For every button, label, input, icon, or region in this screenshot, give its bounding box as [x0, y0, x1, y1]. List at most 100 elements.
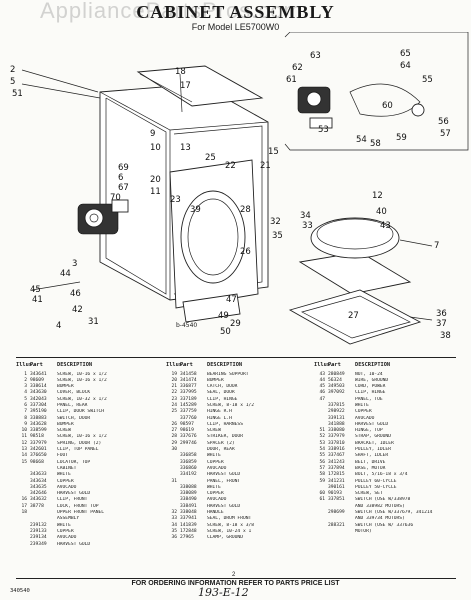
- part-illus-no: 61: [319, 497, 325, 503]
- part-illus-no: 30: [171, 447, 177, 453]
- part-description: SCREW: [57, 428, 71, 434]
- part-description: AVOCADO: [57, 535, 77, 541]
- callout: 55: [422, 75, 433, 85]
- part-illus-no: 45: [319, 384, 325, 390]
- header-desc: DESCRIPTION: [355, 362, 391, 368]
- part-illus-no: 34: [171, 522, 177, 528]
- callout: 5: [10, 77, 15, 87]
- part-description: STRIKER, DOOR: [207, 434, 243, 440]
- part-illus-no: 52: [319, 434, 325, 440]
- part-description: SWITCH (USE W/338978: [355, 497, 411, 503]
- callout: 6: [118, 173, 123, 183]
- part-number: 341474: [180, 377, 197, 383]
- part-description: ASSEMBLY: [57, 516, 80, 522]
- column-header: Illus. Part DESCRIPTION: [314, 362, 453, 369]
- part-description: HARVEST GOLD: [207, 472, 241, 478]
- part-number: 343633: [30, 472, 47, 478]
- column-header: Illus. Part DESCRIPTION: [166, 362, 305, 369]
- callout: 21: [260, 161, 271, 171]
- part-illus-no: 44: [319, 377, 325, 383]
- part-row: AND 338982 MOTORS): [314, 504, 453, 510]
- part-description: WHITE: [57, 522, 71, 528]
- header-part: Part: [180, 362, 193, 368]
- part-illus-no: 60: [319, 491, 325, 497]
- part-number: 341243: [328, 459, 345, 465]
- part-description: MOTOR): [355, 528, 372, 534]
- part-number: 337979: [30, 440, 47, 446]
- part-description: AND 338982 MOTORS): [355, 503, 405, 509]
- part-number: 336858: [180, 453, 197, 459]
- part-number: 338491: [180, 503, 197, 509]
- part-number: 337189: [180, 396, 197, 402]
- part-number: 239349: [30, 541, 47, 547]
- part-illus-no: 43: [319, 371, 325, 377]
- part-description: BUMPER: [207, 377, 224, 383]
- callout: 67: [118, 183, 129, 193]
- part-illus-no: 3: [24, 384, 27, 390]
- part-illus-no: 35: [171, 528, 177, 534]
- part-illus-no: 46: [319, 390, 325, 396]
- callout: 23: [170, 195, 181, 205]
- part-number: 337815: [328, 402, 345, 408]
- part-description: HARVEST GOLD: [355, 421, 389, 427]
- part-number: 336860: [180, 465, 197, 471]
- part-description: SWITCH (USE W/337679, 341214: [355, 510, 433, 516]
- footer-rule: [16, 578, 456, 579]
- callout: 47: [226, 295, 237, 305]
- part-description: HANDLE: [207, 510, 224, 516]
- callout: 32: [270, 217, 281, 227]
- part-number: 338490: [180, 497, 197, 503]
- callout: 3: [72, 259, 77, 269]
- callout: 9: [150, 129, 155, 139]
- callout: 45: [30, 285, 41, 295]
- callout: 58: [370, 139, 381, 149]
- part-description: FOOT: [57, 453, 69, 459]
- part-illus-no: 17: [21, 503, 27, 509]
- callout: 64: [400, 61, 411, 71]
- part-description: AVOCADO: [207, 465, 227, 471]
- callout: 57: [440, 129, 451, 139]
- part-number: 141839: [180, 522, 197, 528]
- part-number: 38778: [30, 503, 44, 509]
- part-description: CLIP, DOOR SWITCH: [57, 409, 105, 415]
- callout: 4: [56, 321, 61, 331]
- model-subtitle: For Model LE5700W0: [191, 22, 280, 32]
- part-number: 342646: [30, 491, 47, 497]
- callout: 65: [400, 49, 411, 59]
- part-description: CLIP, HARNESS: [207, 421, 243, 427]
- part-illus-no: 25: [171, 409, 177, 415]
- part-number: 337676: [180, 434, 197, 440]
- part-description: AVOCADO: [207, 497, 227, 503]
- part-number: 337979: [328, 434, 345, 440]
- part-number: 338599: [30, 428, 47, 434]
- part-description: PULLEY 60-CYCLE: [355, 478, 397, 484]
- part-number: 337810: [328, 440, 345, 446]
- callout: 34: [300, 211, 311, 221]
- part-illus-no: 47: [319, 396, 325, 402]
- part-row: 336860 AVOCADO: [166, 466, 305, 472]
